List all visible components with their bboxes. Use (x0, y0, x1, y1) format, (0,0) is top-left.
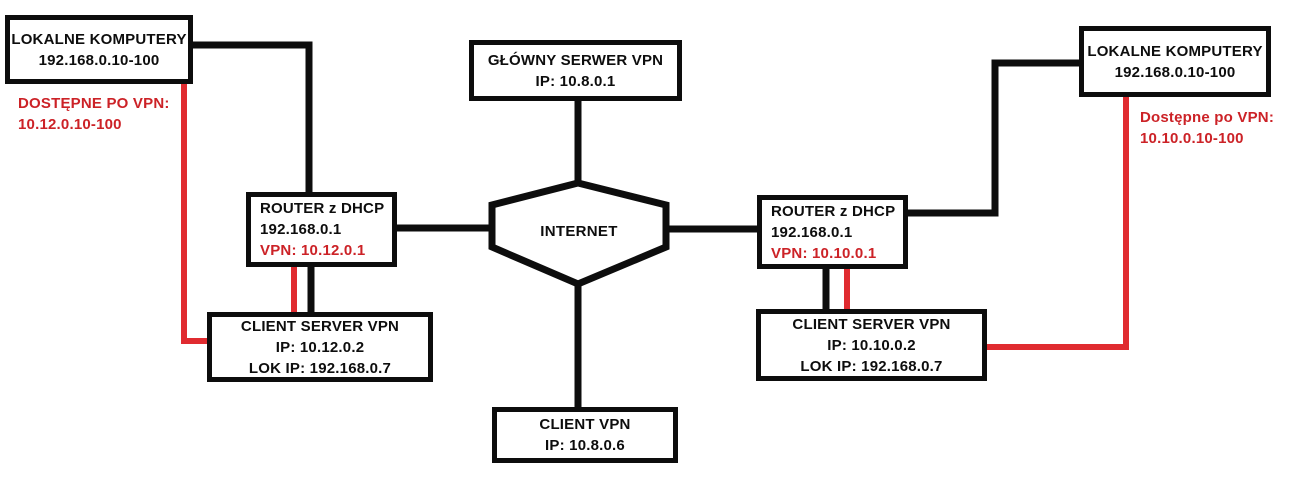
vpn-note-left: DOSTĘPNE PO VPN: 10.12.0.10-100 (18, 93, 170, 135)
node-title: ROUTER z DHCP (771, 202, 896, 220)
node-title: CLIENT VPN (539, 416, 631, 433)
internet-hexagon (488, 179, 670, 288)
node-local-computers-left: LOKALNE KOMPUTERY 192.168.0.10-100 (5, 15, 193, 84)
node-title: ROUTER z DHCP (260, 200, 385, 217)
node-title: CLIENT SERVER VPN (240, 317, 400, 335)
node-title: LOKALNE KOMPUTERY (11, 30, 187, 48)
node-ip: IP: 10.8.0.1 (535, 72, 616, 90)
internet-label: INTERNET (540, 223, 618, 240)
vpn-note-right-title: Dostępne po VPN: (1140, 109, 1275, 126)
node-ip-range: 192.168.0.10-100 (38, 51, 160, 69)
node-ip: 192.168.0.1 (260, 221, 342, 238)
node-ip: 192.168.0.1 (771, 223, 853, 241)
node-ip-range: 192.168.0.10-100 (1114, 63, 1236, 81)
node-client-vpn: CLIENT VPN IP: 10.8.0.6 (492, 407, 678, 463)
vpn-link-localright-clientright (983, 94, 1129, 350)
node-vpn-ip: VPN: 10.10.0.1 (771, 244, 877, 262)
node-title: LOKALNE KOMPUTERY (1087, 42, 1263, 60)
node-title: CLIENT SERVER VPN (792, 315, 951, 333)
node-vpn-ip: VPN: 10.12.0.1 (260, 242, 366, 259)
vpn-note-right-range: 10.10.0.10-100 (1140, 130, 1244, 147)
vpn-note-right: Dostępne po VPN: 10.10.0.10-100 (1140, 107, 1274, 149)
node-title: GŁÓWNY SERWER VPN (487, 51, 664, 69)
node-client-server-left: CLIENT SERVER VPN IP: 10.12.0.2 LOK IP: … (207, 312, 433, 382)
red-vpn-connectors (181, 80, 1129, 350)
node-local-ip: LOK IP: 192.168.0.7 (248, 359, 392, 377)
node-client-server-right: CLIENT SERVER VPN IP: 10.10.0.2 LOK IP: … (756, 309, 987, 381)
node-local-computers-right: LOKALNE KOMPUTERY 192.168.0.10-100 (1079, 26, 1271, 97)
node-router-right: ROUTER z DHCP 192.168.0.1 VPN: 10.10.0.1 (757, 195, 908, 269)
node-local-ip: LOK IP: 192.168.0.7 (800, 357, 943, 375)
node-router-left: ROUTER z DHCP 192.168.0.1 VPN: 10.12.0.1 (246, 192, 397, 267)
black-connectors (190, 41, 1082, 410)
vpn-link-localleft-clientleft (181, 80, 211, 344)
node-ip: IP: 10.12.0.2 (275, 338, 365, 356)
node-ip: IP: 10.8.0.6 (545, 437, 625, 454)
node-ip: IP: 10.10.0.2 (827, 336, 916, 354)
link-routerright-localright (905, 59, 1082, 217)
vpn-note-left-range: 10.12.0.10-100 (18, 116, 122, 133)
vpn-note-left-title: DOSTĘPNE PO VPN: (18, 95, 170, 112)
node-main-vpn-server: GŁÓWNY SERWER VPN IP: 10.8.0.1 (469, 40, 682, 101)
link-localleft-routerleft (190, 41, 313, 198)
